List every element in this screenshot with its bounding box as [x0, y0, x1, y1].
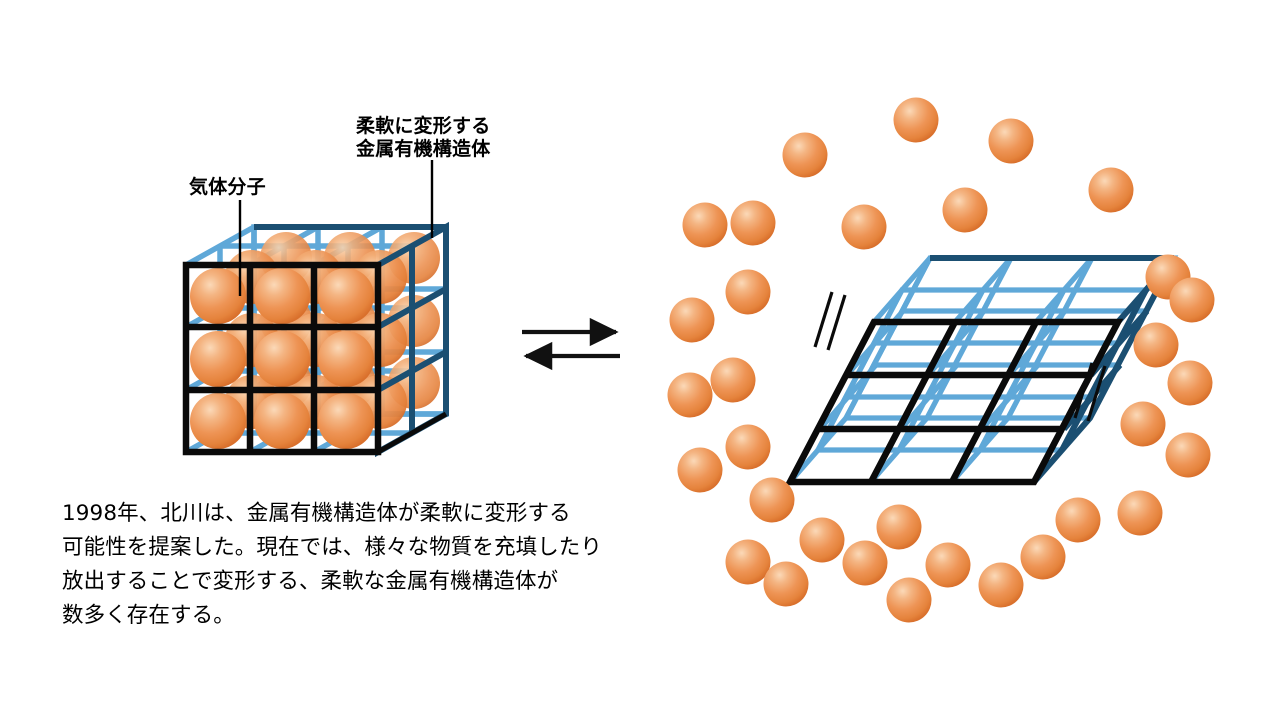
collapsed-front-face-frame [784, 318, 1124, 486]
gas-molecule-sphere [842, 540, 888, 586]
label-gas-molecule: 気体分子 [189, 176, 266, 198]
collapsed-mof-frame [784, 255, 1179, 486]
gas-molecule-sphere [925, 542, 971, 588]
motion-lines [813, 291, 1107, 422]
gas-molecule-sphere [725, 424, 771, 470]
gas-molecule-sphere [1117, 490, 1163, 536]
gas-molecule-sphere [1120, 401, 1166, 447]
gas-molecule-sphere [876, 504, 922, 550]
gas-molecule-sphere [677, 447, 723, 493]
gas-molecule-sphere [749, 477, 795, 523]
equilibrium-arrows [522, 317, 620, 371]
gas-molecule-sphere [667, 372, 713, 418]
gas-molecule-sphere [988, 118, 1034, 164]
leader-lines [238, 160, 434, 296]
gas-molecule-sphere [942, 187, 988, 233]
gas-molecule-sphere [669, 297, 715, 343]
gas-molecule-sphere [1088, 167, 1134, 213]
gas-molecule-sphere [886, 577, 932, 623]
gas-molecule-sphere [763, 561, 809, 607]
cube-bottom-edges [376, 411, 448, 455]
gas-molecule-sphere [725, 539, 771, 585]
gas-molecule-sphere [1167, 360, 1213, 406]
gas-molecule-sphere [710, 357, 756, 403]
gas-molecule-sphere [730, 200, 776, 246]
gas-molecule-sphere [1169, 277, 1215, 323]
filled-mof-cube [182, 221, 449, 458]
gas-molecule-sphere [799, 517, 845, 563]
gas-molecule-sphere [1020, 534, 1066, 580]
cube-front-face-frame [182, 261, 382, 456]
gas-molecule-sphere [1165, 432, 1211, 478]
figure-caption: 1998年、北川は、金属有機構造体が柔軟に変形する 可能性を提案した。現在では、… [62, 501, 603, 628]
gas-molecule-sphere [1133, 322, 1179, 368]
gas-molecule-sphere [1055, 497, 1101, 543]
gas-molecule-sphere [978, 562, 1024, 608]
free-gas-molecules [667, 97, 1215, 623]
gas-molecule-sphere [725, 269, 771, 315]
gas-molecule-sphere [782, 132, 828, 178]
gas-molecule-sphere [682, 202, 728, 248]
label-flexible-mof: 柔軟に変形する 金属有機構造体 [356, 115, 491, 161]
gas-molecule-sphere [893, 97, 939, 143]
gas-molecule-sphere [841, 204, 887, 250]
